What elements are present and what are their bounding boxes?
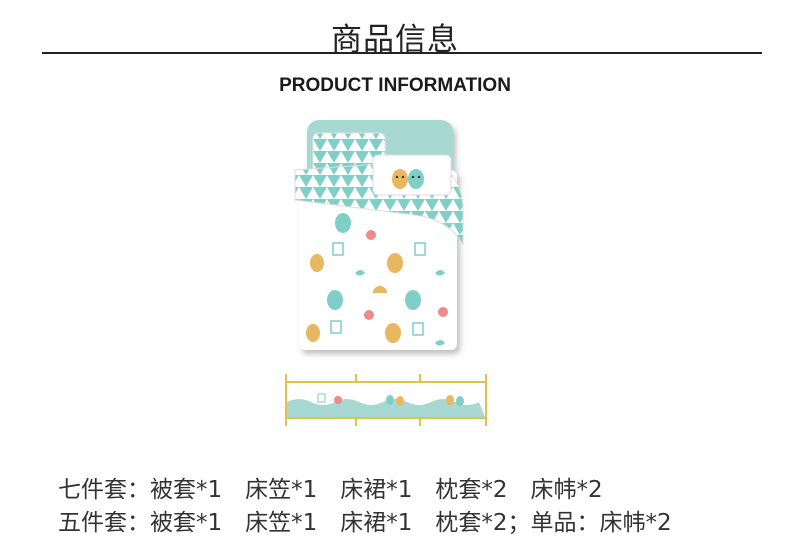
- bumper-ties: [285, 374, 487, 426]
- crib-bumper-image: [285, 374, 487, 426]
- bedding-set-image: [294, 120, 464, 350]
- bumper-pattern: [317, 393, 464, 406]
- title-divider: [42, 52, 762, 54]
- duvet-pattern: [306, 213, 448, 346]
- page-subtitle: PRODUCT INFORMATION: [279, 75, 511, 96]
- spec-line-five-piece: 五件套：被套*1 床笠*1 床裙*1 枕套*2；单品：床帏*2: [58, 510, 672, 536]
- pillow-pears: [392, 169, 424, 189]
- spec-line-seven-piece: 七件套：被套*1 床笠*1 床裙*1 枕套*2 床帏*2: [58, 477, 603, 503]
